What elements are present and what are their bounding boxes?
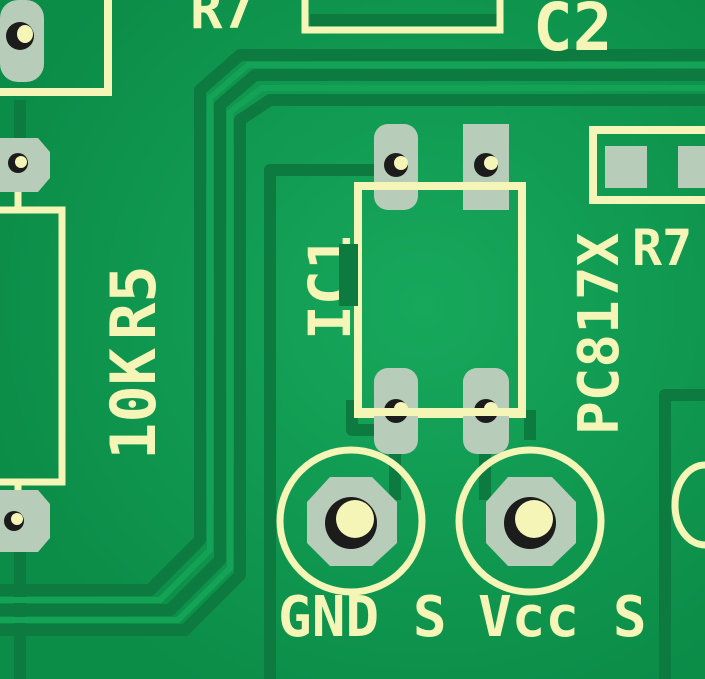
r7-top-outline xyxy=(301,0,504,34)
ic1-pin2-pad xyxy=(463,124,509,210)
silk-r5-value: 10K xyxy=(97,347,170,460)
resistor-r7-right xyxy=(589,126,705,204)
right-edge-pad-outline xyxy=(671,461,705,549)
r5-pad-bottom xyxy=(0,490,50,552)
silk-r7-right: R7 xyxy=(632,219,692,277)
terminal-vcc xyxy=(455,446,605,596)
silk-r5-ref: R5 xyxy=(97,265,170,340)
ic1-pin1-pad xyxy=(374,124,418,210)
silk-r7-top: R7 xyxy=(190,0,255,41)
top-left-pad xyxy=(0,0,44,82)
terminal-gnd xyxy=(276,446,426,596)
silk-vcc-label: Vcc S xyxy=(478,585,647,650)
silk-gnd-label: GND S xyxy=(278,585,447,650)
top-left-resistor-outline xyxy=(0,0,112,96)
resistor-r5 xyxy=(0,138,66,552)
silk-ic1-part: PC817X xyxy=(567,233,632,435)
board-highlights xyxy=(0,62,705,623)
silk-c2: C2 xyxy=(533,0,612,66)
r5-pad-top xyxy=(0,138,50,192)
